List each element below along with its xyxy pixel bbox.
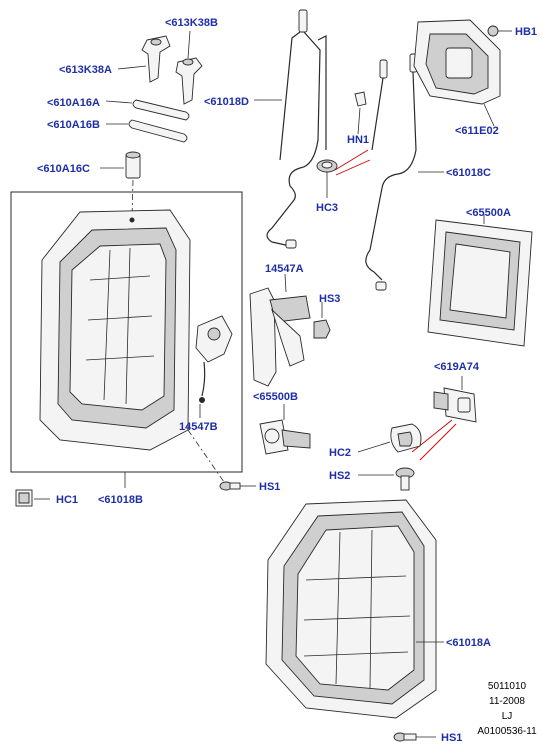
part-HC1	[15, 489, 50, 507]
callout-610A16C: <610A16C	[37, 163, 90, 175]
callout-610A16A: <610A16A	[47, 97, 100, 109]
part-HS1-lower	[393, 732, 436, 742]
part-14547B	[195, 315, 233, 418]
part-61018B	[10, 191, 243, 488]
callout-613K38A: <613K38A	[59, 64, 112, 76]
part-610A16C	[100, 151, 141, 219]
callout-61018B: <61018B	[98, 494, 143, 506]
part-HS2	[358, 467, 415, 491]
footer-code: 5011010	[488, 681, 527, 692]
part-HC3	[316, 149, 371, 198]
callout-HS1-lower: HS1	[441, 732, 462, 744]
part-HN1	[354, 91, 367, 135]
footer-date: 11-2008	[489, 696, 525, 707]
callout-HC1: HC1	[56, 494, 78, 506]
callout-HB1: HB1	[515, 26, 537, 38]
part-HB1	[487, 25, 512, 37]
callout-14547B: 14547B	[179, 421, 218, 433]
part-611E02	[413, 19, 501, 127]
callout-61018C: <61018C	[446, 167, 491, 179]
part-HC2	[357, 423, 422, 453]
part-14547A	[249, 273, 311, 387]
part-619A74	[411, 376, 477, 461]
callout-65500B: <65500B	[253, 391, 298, 403]
callout-HS2: HS2	[329, 470, 350, 482]
callout-HC2: HC2	[329, 447, 351, 459]
footer-initials: LJ	[502, 711, 513, 722]
part-65500A	[427, 214, 533, 347]
callout-65500A: <65500A	[466, 207, 511, 219]
callout-14547A: 14547A	[265, 263, 304, 275]
part-61018D	[254, 9, 327, 249]
callout-610A16B: <610A16B	[47, 119, 100, 131]
part-HS1-upper	[187, 429, 256, 491]
part-610A16B	[106, 119, 188, 143]
callout-HN1: HN1	[347, 134, 369, 146]
part-61018A	[265, 499, 444, 719]
footer-ref: A0100536-11	[477, 726, 537, 737]
part-613K38B	[175, 30, 203, 105]
callout-HS1-upper: HS1	[259, 481, 280, 493]
callout-611E02: <611E02	[455, 125, 499, 137]
callout-61018D: <61018D	[204, 96, 249, 108]
part-HS3	[313, 302, 331, 339]
part-65500B	[259, 404, 311, 455]
callout-61018A: <61018A	[446, 637, 491, 649]
callout-HC3: HC3	[316, 202, 338, 214]
callout-613K38B: <613K38B	[165, 17, 218, 29]
part-613K38A	[117, 35, 171, 83]
callout-619A74: <619A74	[434, 361, 480, 373]
callout-HS3: HS3	[319, 293, 340, 305]
part-610A16A	[105, 99, 190, 121]
